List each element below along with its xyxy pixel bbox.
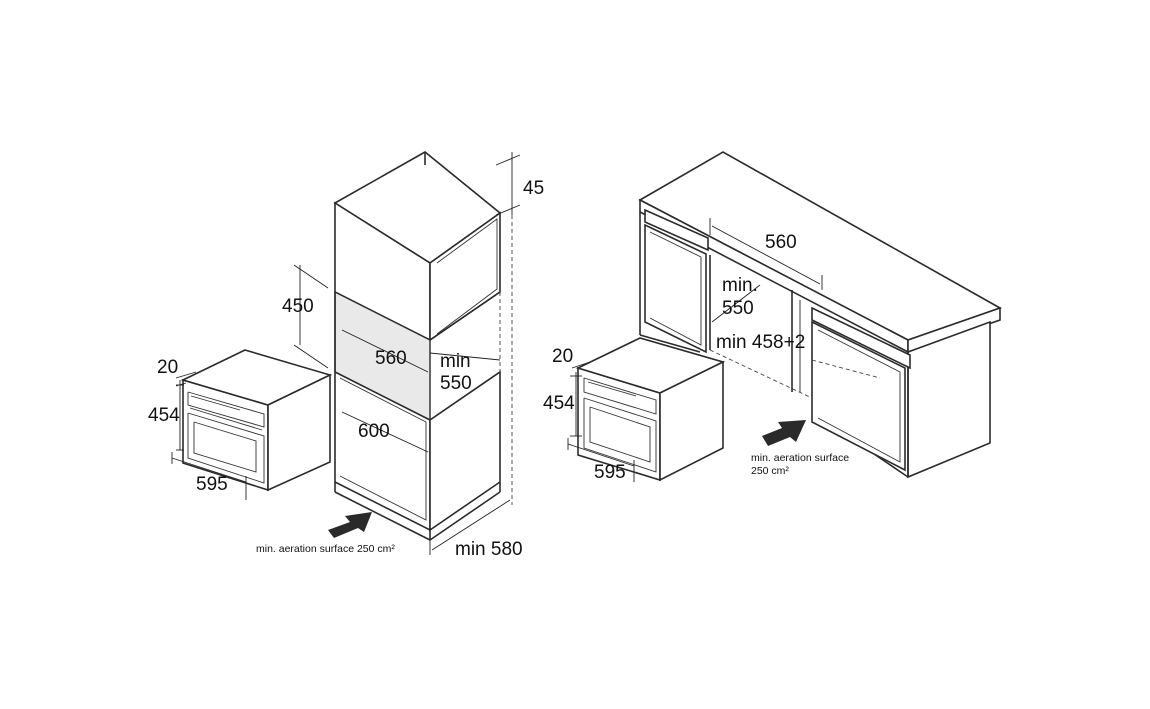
- left-cabinet-depth-label: min 580: [455, 539, 523, 560]
- left-oven-appliance: [180, 349, 333, 492]
- left-niche-depth-label-line1: min: [440, 351, 471, 372]
- right-installation: 560 min. 550 min 458+2 20 454 595: [543, 151, 1002, 483]
- right-oven-width-label: 595: [594, 462, 626, 483]
- left-oven-dimensions: [171, 371, 247, 500]
- left-niche-width-label: 560: [375, 348, 407, 369]
- right-cabinet-dimensions: [709, 218, 823, 392]
- left-aeration-label: min. aeration surface 250 cm²: [256, 543, 395, 555]
- left-top-clearance-label: 45: [523, 178, 544, 199]
- left-aeration-arrow-icon: [328, 512, 372, 538]
- left-oven-top-label: 20: [157, 357, 178, 378]
- left-cabinet-lower: [334, 370, 501, 541]
- left-cabinet-dimensions: [293, 152, 521, 555]
- right-oven-height-label: 454: [543, 393, 575, 414]
- right-niche-depth-label-line1: min.: [722, 275, 758, 296]
- right-niche-width-label: 560: [765, 232, 797, 253]
- left-niche-height-label: 450: [282, 296, 314, 317]
- left-installation: 20 454 595: [148, 151, 544, 560]
- right-aeration-label-line1: min. aeration surface: [751, 452, 849, 464]
- right-oven-dimensions: [567, 361, 635, 482]
- left-oven-width-label: 595: [196, 474, 228, 495]
- left-cabinet-upper: [333, 151, 502, 342]
- right-aeration-label-line2: 250 cm²: [751, 465, 789, 477]
- right-oven-appliance: [575, 337, 726, 482]
- right-cabinet-body: [639, 208, 991, 479]
- right-aeration-arrow-icon: [762, 420, 806, 446]
- left-oven-height-label: 454: [148, 405, 180, 426]
- right-niche-depth-label-line2: 550: [722, 298, 754, 319]
- left-outer-width-label: 600: [358, 421, 390, 442]
- left-niche-depth-label-line2: 550: [440, 373, 472, 394]
- right-oven-top-label: 20: [552, 346, 573, 367]
- right-niche-height-label: min 458+2: [716, 332, 805, 353]
